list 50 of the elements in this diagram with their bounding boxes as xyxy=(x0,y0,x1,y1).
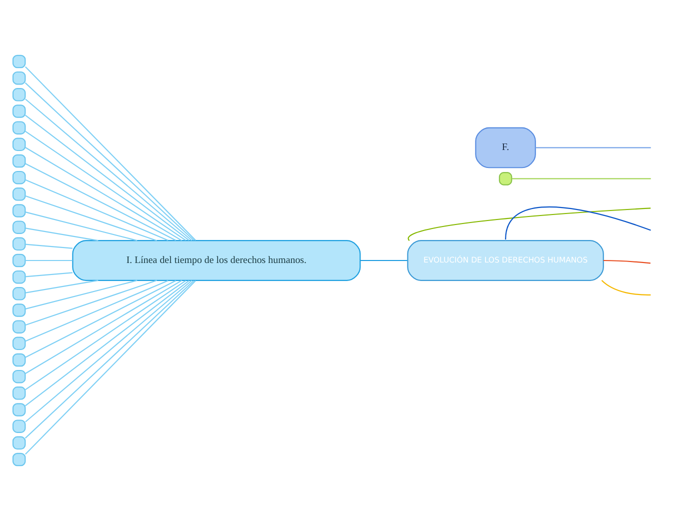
node-box xyxy=(12,204,26,217)
connector xyxy=(512,178,651,179)
connector xyxy=(603,259,651,264)
node-box xyxy=(12,220,26,234)
connector xyxy=(25,279,157,326)
connector xyxy=(505,206,651,240)
node-box xyxy=(12,70,26,84)
connector xyxy=(25,178,168,240)
connector xyxy=(25,227,98,241)
node-box xyxy=(12,154,26,168)
node-box: F. xyxy=(475,126,536,168)
node-box xyxy=(12,170,26,184)
connector xyxy=(25,280,168,342)
connector xyxy=(25,272,73,277)
connector xyxy=(25,162,176,240)
node-box xyxy=(12,352,26,366)
node-box xyxy=(12,320,26,333)
connector xyxy=(25,243,73,248)
node-box xyxy=(12,286,26,300)
node-box xyxy=(12,452,26,466)
node-box xyxy=(12,303,26,316)
connector xyxy=(25,211,138,241)
node-box xyxy=(12,137,26,151)
node-box xyxy=(12,104,26,118)
node-box xyxy=(12,270,26,284)
node-box xyxy=(12,369,26,383)
node-box xyxy=(12,88,26,101)
connector xyxy=(25,146,182,241)
node-box xyxy=(498,172,512,185)
connector xyxy=(25,279,138,309)
node-box xyxy=(12,236,26,250)
connector xyxy=(25,279,182,374)
connector xyxy=(601,279,651,295)
node-box xyxy=(12,386,26,400)
connector xyxy=(360,259,408,261)
node-box xyxy=(12,187,26,200)
connector xyxy=(408,207,651,240)
connector xyxy=(25,194,157,241)
node-box xyxy=(12,436,26,450)
node-box: I. Línea del tiempo de los derechos humanos. xyxy=(72,240,361,280)
connector xyxy=(25,259,72,261)
node-box xyxy=(12,419,26,432)
node-box xyxy=(12,120,26,134)
node-box xyxy=(12,253,26,267)
node-box xyxy=(12,336,26,350)
node-box xyxy=(12,54,26,68)
connector xyxy=(25,279,98,293)
connector xyxy=(25,280,176,358)
node-box xyxy=(12,402,26,416)
connector xyxy=(536,146,651,148)
